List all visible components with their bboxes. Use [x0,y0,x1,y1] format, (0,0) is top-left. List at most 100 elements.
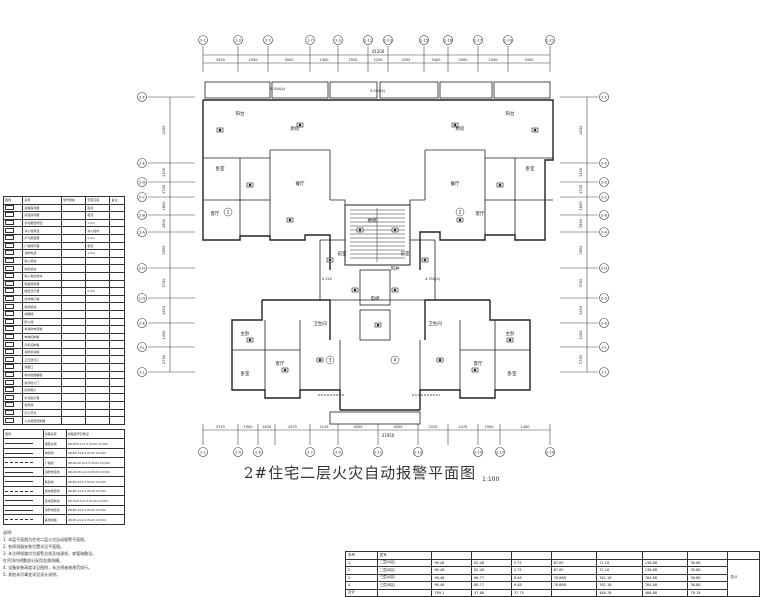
room-label: 阳台 [236,110,245,117]
cell [3,457,44,468]
bottom-dim: 2225 [429,425,438,429]
cell [109,332,125,342]
cell [109,279,125,289]
svg-text:2-K: 2-K [601,322,608,326]
room-label: 前室 [401,250,410,257]
header-cell [641,551,689,560]
cell: 784.88 [641,581,689,590]
header-cell [596,551,643,560]
cell: ZR-RVVP-2x1.5 PC20 CC/WC [65,457,126,468]
cell: 82.48 [471,566,512,575]
room-label: 风井 [391,265,400,272]
svg-text:2-17: 2-17 [474,39,482,43]
line-type-icon [5,500,33,502]
cell [2,294,24,304]
axis-bubble-right: 2-J [599,342,609,352]
axis-bubble-top: 2-11 [363,35,373,45]
cell: 接线端子箱 [22,294,63,304]
room-label: 电梯 [371,295,380,302]
axis-bubble-right: 2-H [599,263,609,273]
cell [85,302,111,311]
header-cell: 序号 [345,551,378,560]
unit-number-mark: 2 [455,207,465,217]
svg-text:2-E: 2-E [601,162,608,166]
cell: 6.48 [510,581,552,590]
cell [61,256,87,266]
svg-text:2-G: 2-G [601,297,608,301]
smoke-detector-icon [496,182,504,188]
cell [85,385,111,395]
cell [2,355,24,365]
cell [109,393,125,403]
cell [109,271,125,281]
header-cell: 图例 [3,428,44,440]
axis-bubble-top: 2-7 [305,35,315,45]
cell: 72.18 [596,558,643,567]
legend-symbol-icon [5,258,14,264]
svg-text:2-C: 2-C [601,196,608,200]
line-type-icon [5,471,33,473]
cell [2,302,24,311]
header-cell [510,551,552,560]
axis-bubble-right: 2-L [599,367,609,377]
smoke-detector-icon [246,182,254,188]
svg-text:2-15: 2-15 [474,451,482,455]
side-dim: 4200 [162,126,166,135]
cell: ZR-BV-2x1.5 PC20 CC/WC [65,476,126,487]
cell: ZR-RVS-2x1.5 PC20 CC/WC [65,438,126,449]
cell [85,317,111,327]
axis-bubble-left: 2-A [137,227,147,237]
cell [109,370,125,380]
axis-bubble-left: 2-C [137,192,147,202]
cell [61,416,87,425]
cell: 4 [345,581,378,590]
cell: 消火栓内 [85,226,111,235]
elevation-mark: 4.350(A) [425,277,441,281]
svg-text:2-1: 2-1 [200,39,206,43]
cell [3,476,44,487]
smoke-detector-icon [391,287,399,293]
cell [85,416,111,425]
legend-symbol-icon [5,220,14,226]
cell [109,408,125,418]
cell [61,325,87,334]
cell: ZR-RVVP-2x1.0 PC20 CC/WC [65,466,126,478]
cell [109,226,125,235]
cell: 96.48 [431,573,473,582]
cell [109,256,125,266]
cell [109,287,125,296]
line-legend-header: 图例线路名称线路型号及敷设 [3,428,126,440]
side-dim: 2950 [579,246,583,255]
cell [2,256,24,266]
cell [109,249,125,258]
line-type-icon [5,519,33,521]
smoke-detector-icon [506,337,514,343]
svg-text:2-9: 2-9 [335,451,342,455]
axis-bubble-top: 2-9 [333,35,343,45]
cell [2,218,24,228]
svg-text:2-D: 2-D [601,181,608,185]
cell [2,385,24,395]
cell: 吸顶 [85,203,111,213]
cell: 36.88 [687,566,729,575]
legend-symbol-icon [5,417,14,423]
legend-row: 接线端子箱 [2,294,125,304]
cell: 三层(B区) [376,581,433,590]
bottom-dim: 1400 [262,425,271,429]
room-label: 客厅 [211,210,220,217]
bottom-dim: 2475 [459,425,468,429]
svg-text:3: 3 [329,358,332,364]
cell [2,249,24,258]
header-cell: 备注 [109,196,125,205]
legend-symbol-icon [5,349,14,355]
cell [61,287,87,296]
note-item: 1. 本层平面图为住宅二层火灾自动报警平面图。 [3,536,89,542]
svg-text:4: 4 [394,358,397,364]
axis-bubble-left: 2-E [137,158,147,168]
top-dim: 3400 [432,58,441,62]
cell [2,264,24,273]
